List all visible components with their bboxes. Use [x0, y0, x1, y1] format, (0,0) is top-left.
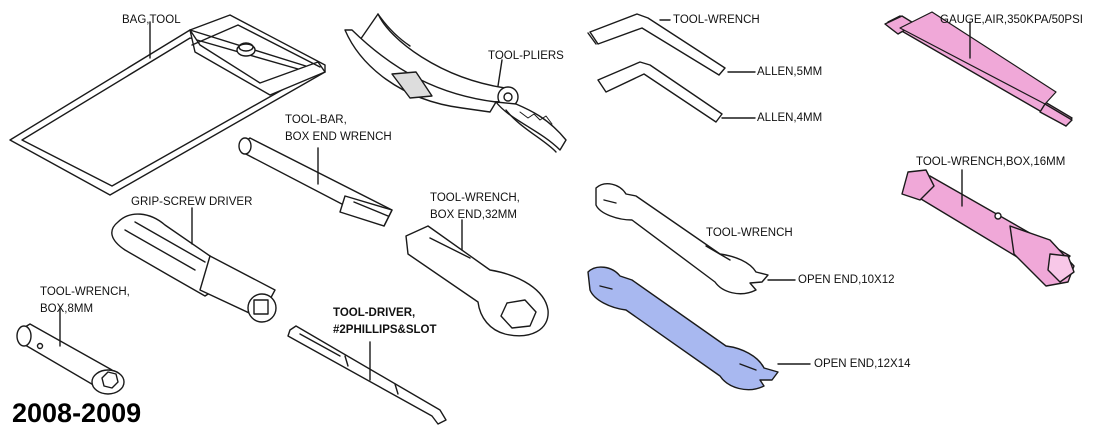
label-allen4: ALLEN,4MM [757, 112, 823, 124]
label-box8-line2: BOX,8MM [40, 303, 94, 315]
label-gauge: GAUGE,AIR,350KPA/50PSI [940, 14, 1083, 26]
label-driver-line2: #2PHILLIPS&SLOT [333, 324, 437, 336]
leader-open-set [705, 245, 731, 261]
label-box32-line1: TOOL-WRENCH, [430, 192, 520, 204]
label-bar-line2: BOX END WRENCH [285, 131, 392, 143]
label-box8-line1: TOOL-WRENCH, [40, 286, 130, 298]
box-wrench-8mm-icon[interactable] [16, 323, 125, 395]
bar-icon[interactable] [238, 137, 393, 227]
box-end-wrench-32mm-icon[interactable] [405, 225, 549, 337]
label-open1012: OPEN END,10X12 [798, 274, 895, 286]
tool-bag-icon[interactable] [9, 14, 326, 196]
label-bag: BAG,TOOL [122, 14, 181, 26]
screwdriver-grip-icon[interactable] [111, 213, 277, 323]
label-bar-line1: TOOL-BAR, [285, 114, 347, 126]
leader-pliers [497, 59, 503, 87]
allen-keys-icon[interactable] [587, 13, 726, 123]
air-gauge-icon[interactable] [884, 11, 1073, 127]
year-title: 2008-2009 [12, 398, 142, 428]
label-allen5: ALLEN,5MM [757, 66, 823, 78]
label-wrench-set: TOOL-WRENCH [673, 14, 760, 26]
pliers-icon[interactable] [344, 13, 567, 153]
label-driver-line1: TOOL-DRIVER, [333, 307, 416, 319]
label-open-set: TOOL-WRENCH [706, 227, 793, 239]
label-open1214: OPEN END,12X14 [814, 358, 911, 370]
screwdriver-bit-icon[interactable] [287, 325, 447, 425]
label-grip: GRIP-SCREW DRIVER [131, 196, 253, 208]
label-box32-line2: BOX END,32MM [430, 209, 517, 221]
open-end-wrench-12x14-icon[interactable] [587, 266, 779, 391]
label-pliers: TOOL-PLIERS [488, 50, 564, 62]
open-end-wrench-10x12-icon[interactable] [595, 183, 769, 295]
label-box16: TOOL-WRENCH,BOX,16MM [916, 156, 1066, 168]
box-wrench-16mm-icon[interactable] [901, 169, 1075, 287]
